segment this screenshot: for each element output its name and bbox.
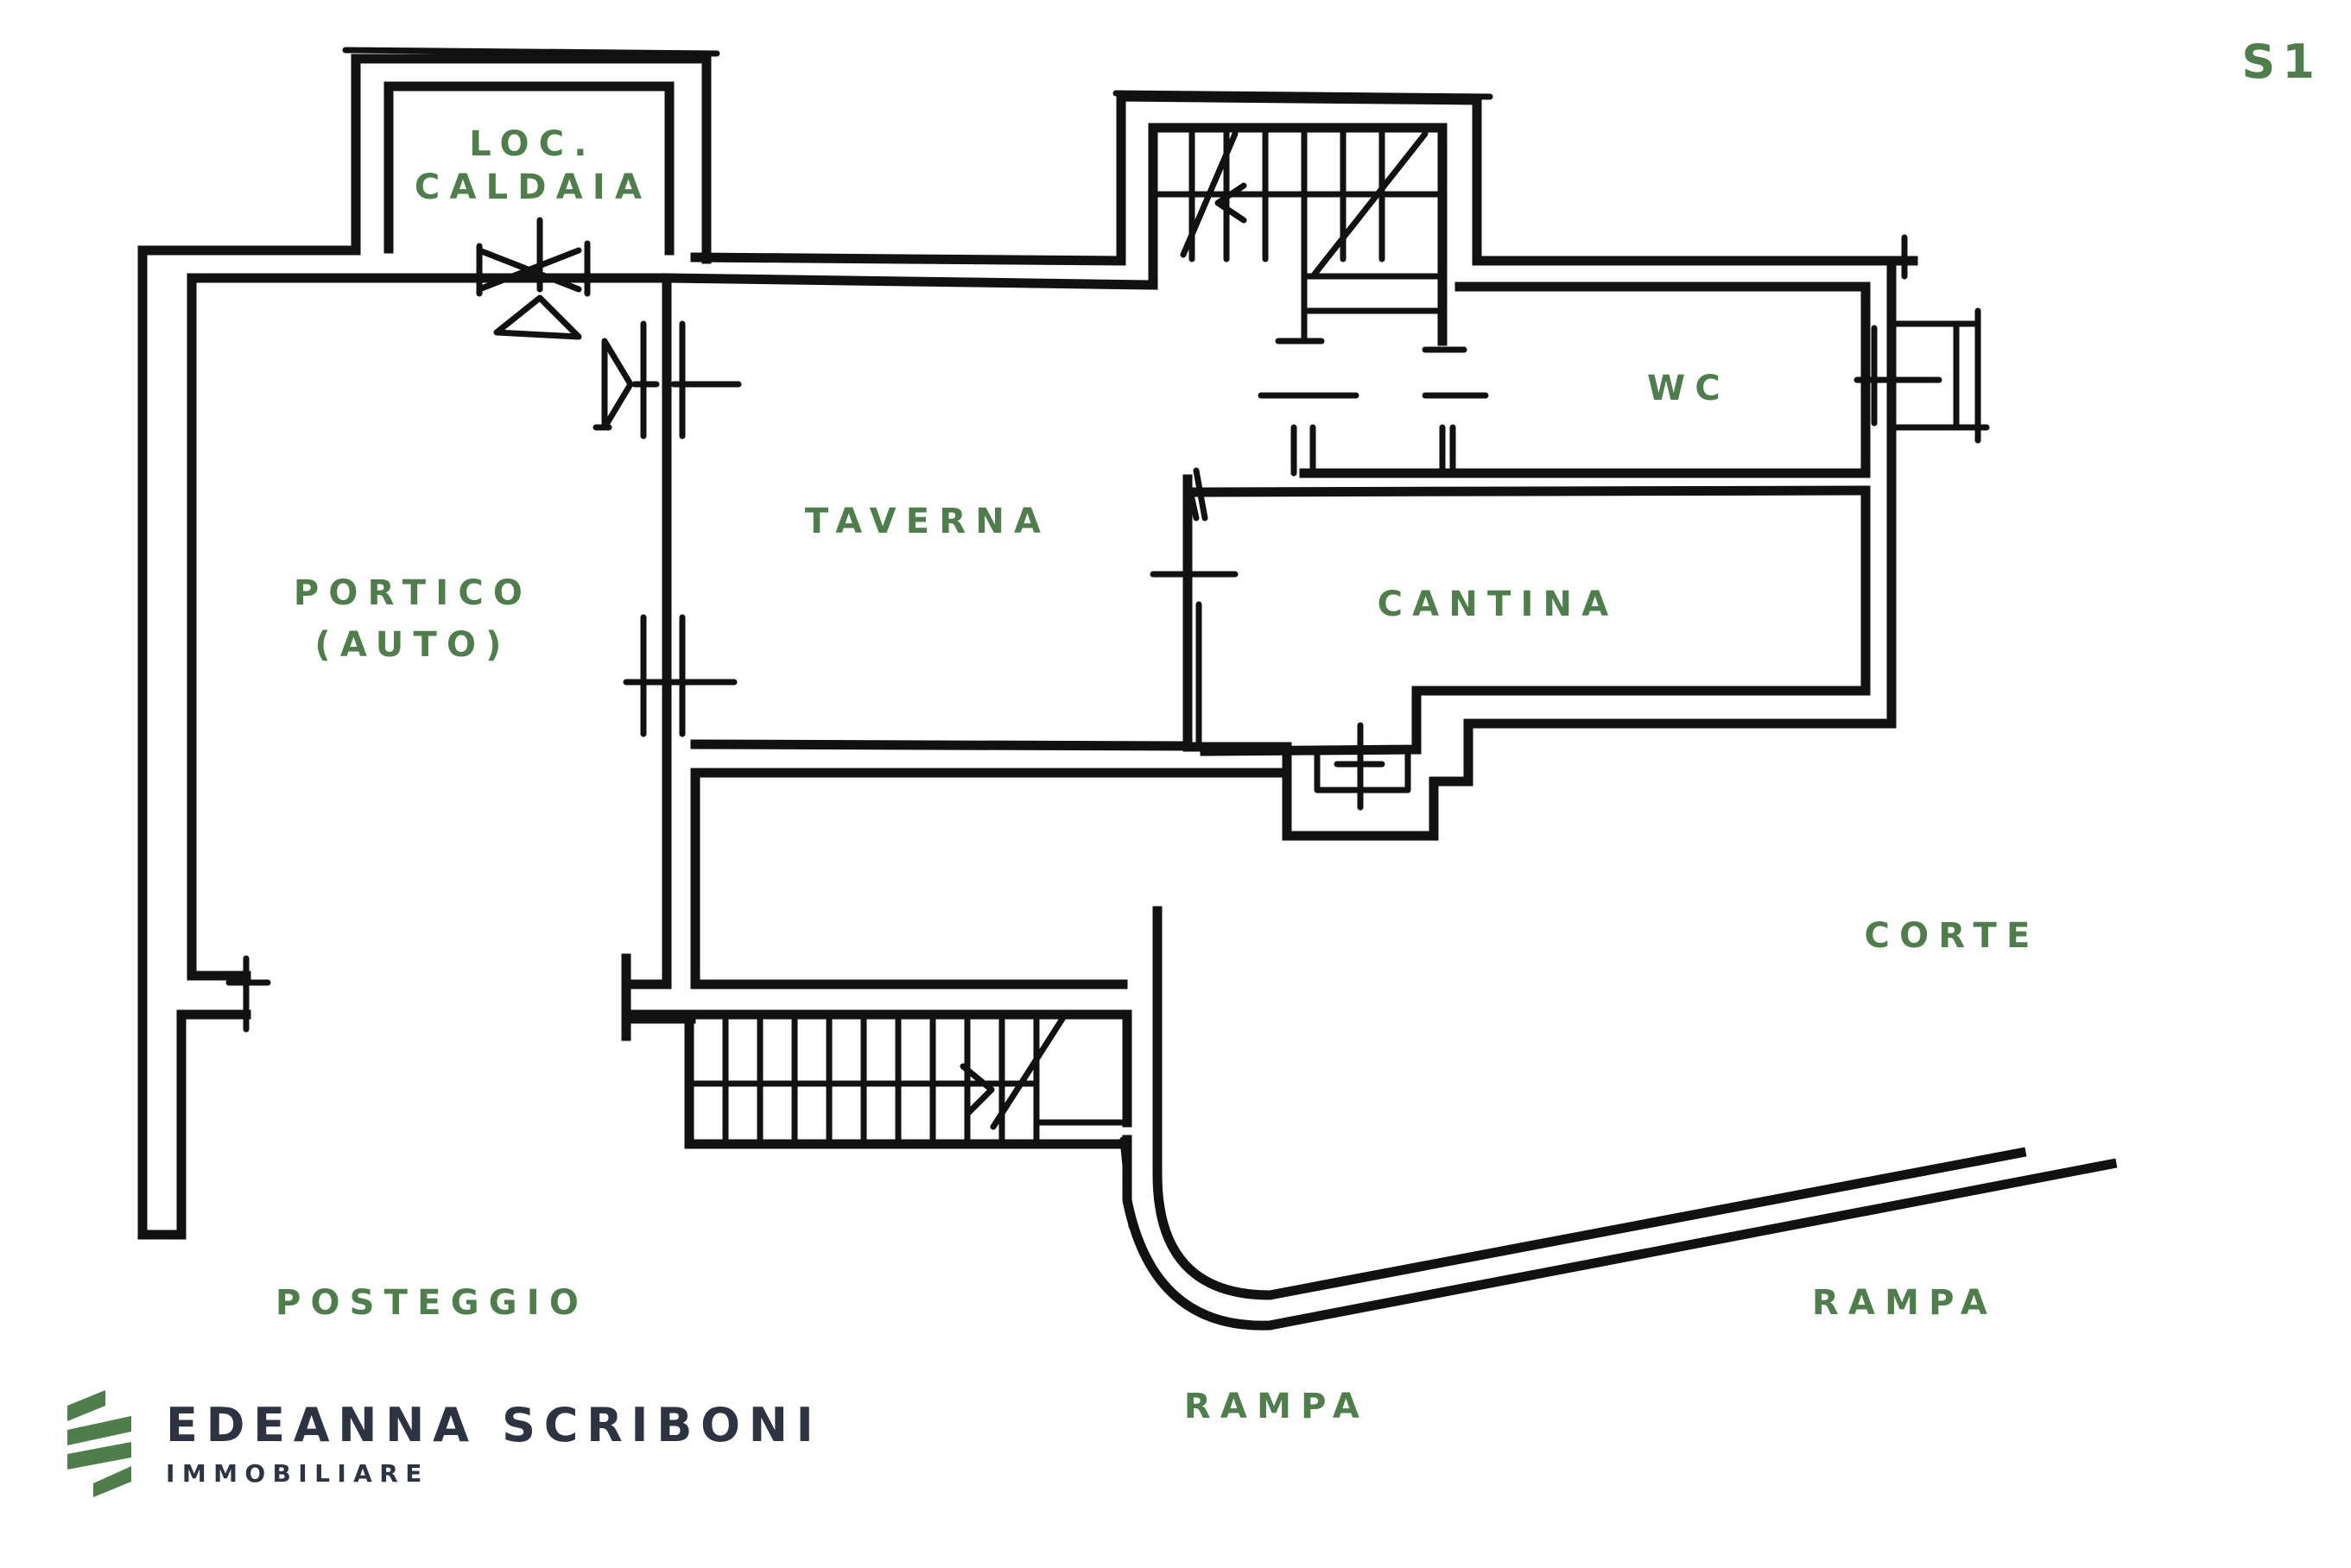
room-label-wc: WC: [1647, 367, 1730, 410]
room-label-line: POSTEGGIO: [275, 1283, 589, 1323]
brand-block: EDEANNA SCRIBONI IMMOBILIARE: [67, 1390, 821, 1497]
portico-taverna-partition: [621, 273, 1283, 1041]
upper-stair: [1148, 123, 1467, 353]
room-label-line: CORTE: [1864, 916, 2040, 956]
room-label-loc-caldaia: LOC. CALDAIA: [415, 123, 651, 209]
stacked-stripes-logo-icon: [67, 1390, 131, 1497]
lower-stair: [621, 1009, 1132, 1149]
brand-name: EDEANNA SCRIBONI: [166, 1397, 822, 1452]
taverna-walls: [662, 90, 1918, 751]
room-label-line: CANTINA: [1377, 585, 1619, 624]
room-label-portico: PORTICO (AUTO): [294, 567, 532, 671]
room-label-line: RAMPA: [1183, 1387, 1370, 1426]
room-label-corte: CORTE: [1865, 914, 2040, 958]
room-label-line: LOC.: [469, 124, 597, 164]
wc-walls: [1258, 234, 1990, 478]
sheet-id: S1: [2241, 35, 2322, 89]
brand-text: EDEANNA SCRIBONI IMMOBILIARE: [166, 1397, 822, 1489]
room-label-posteggio: POSTEGGIO: [276, 1281, 588, 1325]
door-swings: [476, 217, 660, 431]
room-label-line: (AUTO): [314, 625, 511, 665]
boiler-room-walls: [342, 47, 720, 264]
room-label-rampa-bottom: RAMPA: [1184, 1385, 1369, 1428]
portico-walls: [137, 245, 672, 1240]
room-label-cantina: CANTINA: [1378, 583, 1619, 626]
room-label-line: RAMPA: [1811, 1283, 1998, 1323]
room-label-line: TAVERNA: [804, 502, 1051, 541]
room-label-line: WC: [1647, 369, 1730, 408]
room-label-line: PORTICO: [293, 573, 533, 613]
brand-subtitle: IMMOBILIARE: [166, 1459, 429, 1489]
room-label-taverna: TAVERNA: [805, 500, 1050, 543]
ramp-curve: [1119, 906, 2118, 1331]
cantina-walls: [1150, 461, 1897, 841]
room-label-rampa-right: RAMPA: [1812, 1281, 1997, 1325]
room-label-line: CALDAIA: [414, 168, 652, 207]
